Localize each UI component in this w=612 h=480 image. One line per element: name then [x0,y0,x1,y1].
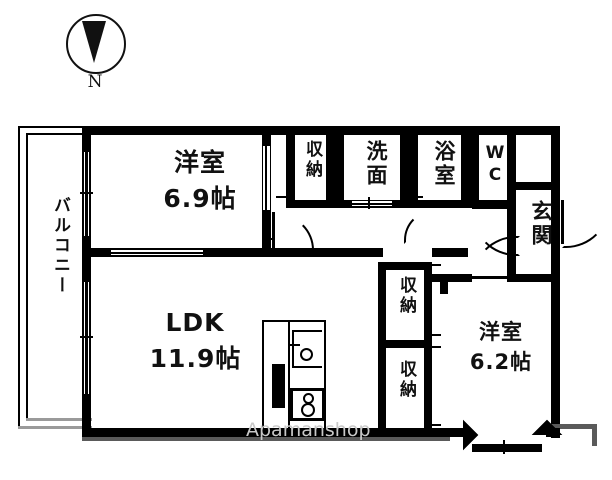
wall-closet-top-bottom [286,200,335,208]
bathroom-door-marker [412,196,423,198]
kitchen-stove-top [290,388,325,391]
bay-window-mullion [503,440,505,454]
wall-closet-mid-left [378,262,386,340]
kitchen-counter-right [324,320,326,428]
hall-door-marker-2 [263,132,274,134]
bay-window-glass-line [474,447,540,449]
wall-closet-low-left [378,348,386,430]
room-label-washbasin: 洗面 [364,140,388,188]
front-door-swing-arc [562,200,610,248]
wall-room62-top [432,274,472,282]
wall-bathroom-right [461,126,470,208]
room-label-wc: WC [485,143,505,187]
sliding-door-room69-bottom [111,252,203,254]
room-label-bathroom: 浴室 [432,140,456,188]
wall-closet-low-top [378,340,432,348]
bay-window-wall-left [450,428,464,437]
wall-bathroom-bottom [409,200,470,208]
wall-hall-top [271,248,383,257]
wc-door-leaf [472,206,516,209]
kitchen-sink-top [292,330,322,332]
bay-window-wall-right [546,428,560,437]
kitchen-stove-left [290,388,293,420]
ldk-hall-door-leaf [272,212,275,250]
room-label-ldk-size: 11.9帖 [149,344,242,373]
balcony-rail-top-inner [26,133,92,135]
wall-wc-right [507,126,516,208]
kitchen-stove-bottom [290,418,325,421]
compass-rose: N [66,14,128,104]
wall-closet-low-right [424,348,432,430]
wall-exterior-left [82,126,91,437]
wall-exterior-bottom [82,428,450,437]
wall-exterior-right-foot [551,424,597,429]
wall-closet-top-right [326,126,335,208]
closet-mid-marker-bottom [432,334,441,336]
sliding-door-marker-room69 [80,192,93,194]
closet-low-marker-bottom [432,424,441,426]
room-label-closet-low: 収納 [396,360,416,400]
sliding-door-room69-right [265,146,267,210]
kitchen-sink-bottom [292,366,322,368]
bathroom-door-swing-arc [404,210,438,244]
hall-door-marker-1 [263,238,274,240]
closet-top-marker-1 [276,132,287,134]
kitchen-sink-left [292,330,294,368]
wall-room62-top-stub [440,274,448,294]
room62-door-swing-arc [472,236,520,284]
wall-exterior-right-foot2 [592,424,597,446]
sliding-door-marker-washbasin [368,197,370,209]
wall-washbasin-right [400,126,409,208]
balcony-rail-left-inner [26,133,28,420]
sliding-door-washbasin [352,203,392,205]
kitchen-counter-divider [288,320,290,428]
wall-washbasin-left [335,126,344,208]
sliding-door-room69-balcony [85,152,88,236]
kitchen-stove-right [322,388,325,420]
wall-room62-top-right [516,274,560,282]
room-label-balcony: バルコニー [50,196,70,296]
wall-bathroom-left [409,126,418,208]
balcony-rail-left-outer [18,126,20,428]
room-label-western-62-name: 洋室 [479,320,523,344]
wall-closet-top-left [286,126,295,208]
closet-mid-marker-top [432,264,441,266]
room-label-western-69-size: 6.9帖 [163,184,237,213]
wall-genkan-step [516,182,560,190]
north-arrow-icon [82,21,106,63]
closet-top-marker-2 [276,196,287,198]
kitchen-counter-left [262,320,264,428]
closet-low-marker-top [432,346,441,348]
room-label-genkan: 玄関 [529,200,553,248]
kitchen-faucet-icon [288,344,300,346]
room-label-closet-mid: 収納 [396,276,416,316]
room-label-closet-top: 収納 [302,140,322,180]
room-label-western-62-size: 6.2帖 [469,350,533,374]
wall-closet-mid-right [424,262,432,340]
kitchen-counter-top [262,320,326,322]
balcony-rail-bottom-outer [18,426,92,429]
room-label-western-69-name: 洋室 [173,148,226,177]
room-label-ldk-name: LDK [165,308,225,337]
watermark-text: Apamanshop [246,419,371,441]
stove-burner-2-icon [301,403,315,417]
kitchen-appliance-block [272,364,285,408]
compass-north-label: N [87,72,103,92]
wall-hall-top-right [432,248,468,257]
sliding-door-marker-ldk [80,336,93,338]
wall-exterior-top [82,126,560,135]
kitchen-sink-drain-icon [300,348,313,361]
wall-wc-bottom [470,200,516,208]
wall-closet-mid-top [378,262,432,270]
ldk-hall-door-swing-arc [274,214,314,254]
wall-exterior-right [551,126,560,438]
balcony-rail-top-outer [18,126,92,128]
sliding-door-ldk-balcony [85,282,88,394]
wall-exterior-bottom-shadow [82,437,450,441]
wall-wc-left [470,126,479,208]
balcony-rail-bottom-inner [26,418,92,421]
